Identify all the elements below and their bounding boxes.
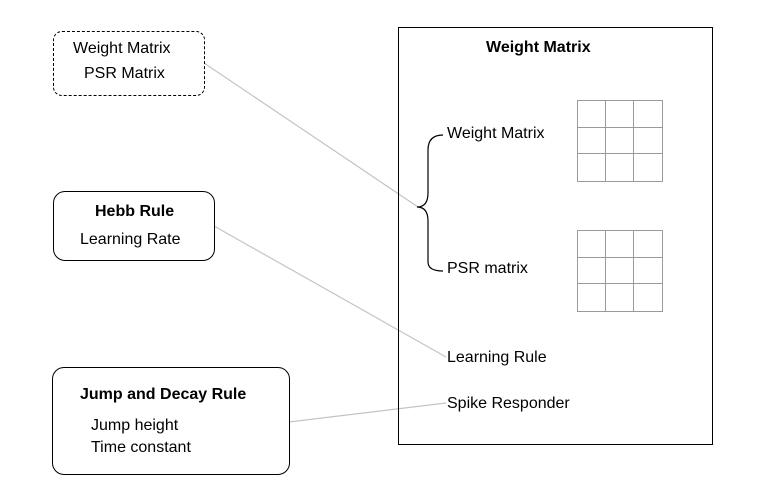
psr-matrix-item: PSR matrix [447,260,528,277]
weight-matrix-grid [577,100,663,182]
hebb-rule-box: Hebb Rule Learning Rate [53,191,215,261]
hebb-rule-title: Hebb Rule [95,203,175,220]
source-weight-matrix-label: Weight Matrix [73,40,171,57]
panel-title: Weight Matrix [486,39,591,56]
connector-source-to-brace [203,62,419,208]
weight-matrix-item: Weight Matrix [447,125,545,142]
time-constant-label: Time constant [91,439,191,456]
weight-matrix-panel [398,27,713,445]
weight-psr-source-box: Weight Matrix PSR Matrix [53,31,205,96]
spike-responder-item: Spike Responder [447,395,570,412]
psr-matrix-grid [577,230,663,312]
source-psr-matrix-label: PSR Matrix [84,65,165,82]
learning-rule-item: Learning Rule [447,349,547,366]
learning-rate-label: Learning Rate [80,231,181,248]
jump-decay-rule-box: Jump and Decay Rule Jump height Time con… [52,367,290,475]
jump-decay-rule-title: Jump and Decay Rule [80,386,247,403]
jump-height-label: Jump height [91,417,179,434]
